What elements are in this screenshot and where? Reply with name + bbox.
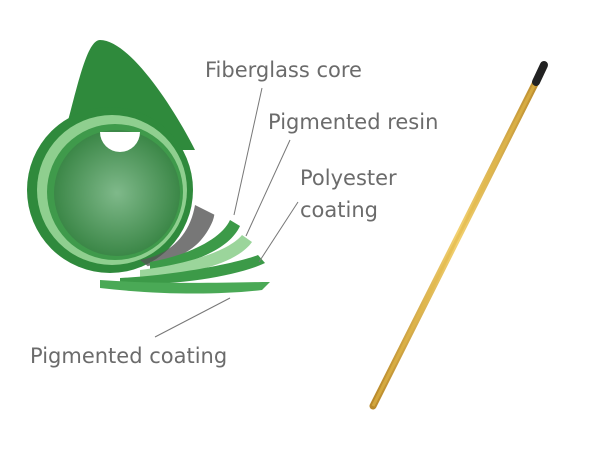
tube-cross-section bbox=[27, 40, 270, 294]
label-polyester-line1: Polyester bbox=[300, 166, 397, 190]
layer-pigmented-resin bbox=[140, 235, 252, 278]
label-pigmented-resin: Pigmented resin bbox=[268, 110, 439, 134]
pole-tip bbox=[532, 61, 548, 86]
label-polyester-line2: coating bbox=[300, 198, 378, 222]
leader-lines bbox=[154, 87, 299, 338]
label-pigmented-coating: Pigmented coating bbox=[30, 344, 228, 368]
layer-fiberglass-core bbox=[150, 220, 240, 270]
fiberglass-pole bbox=[369, 61, 548, 410]
label-fiberglass-core: Fiberglass core bbox=[205, 58, 362, 82]
layer-pigmented-coating bbox=[100, 280, 270, 294]
layer-polyester-coating bbox=[120, 255, 265, 285]
